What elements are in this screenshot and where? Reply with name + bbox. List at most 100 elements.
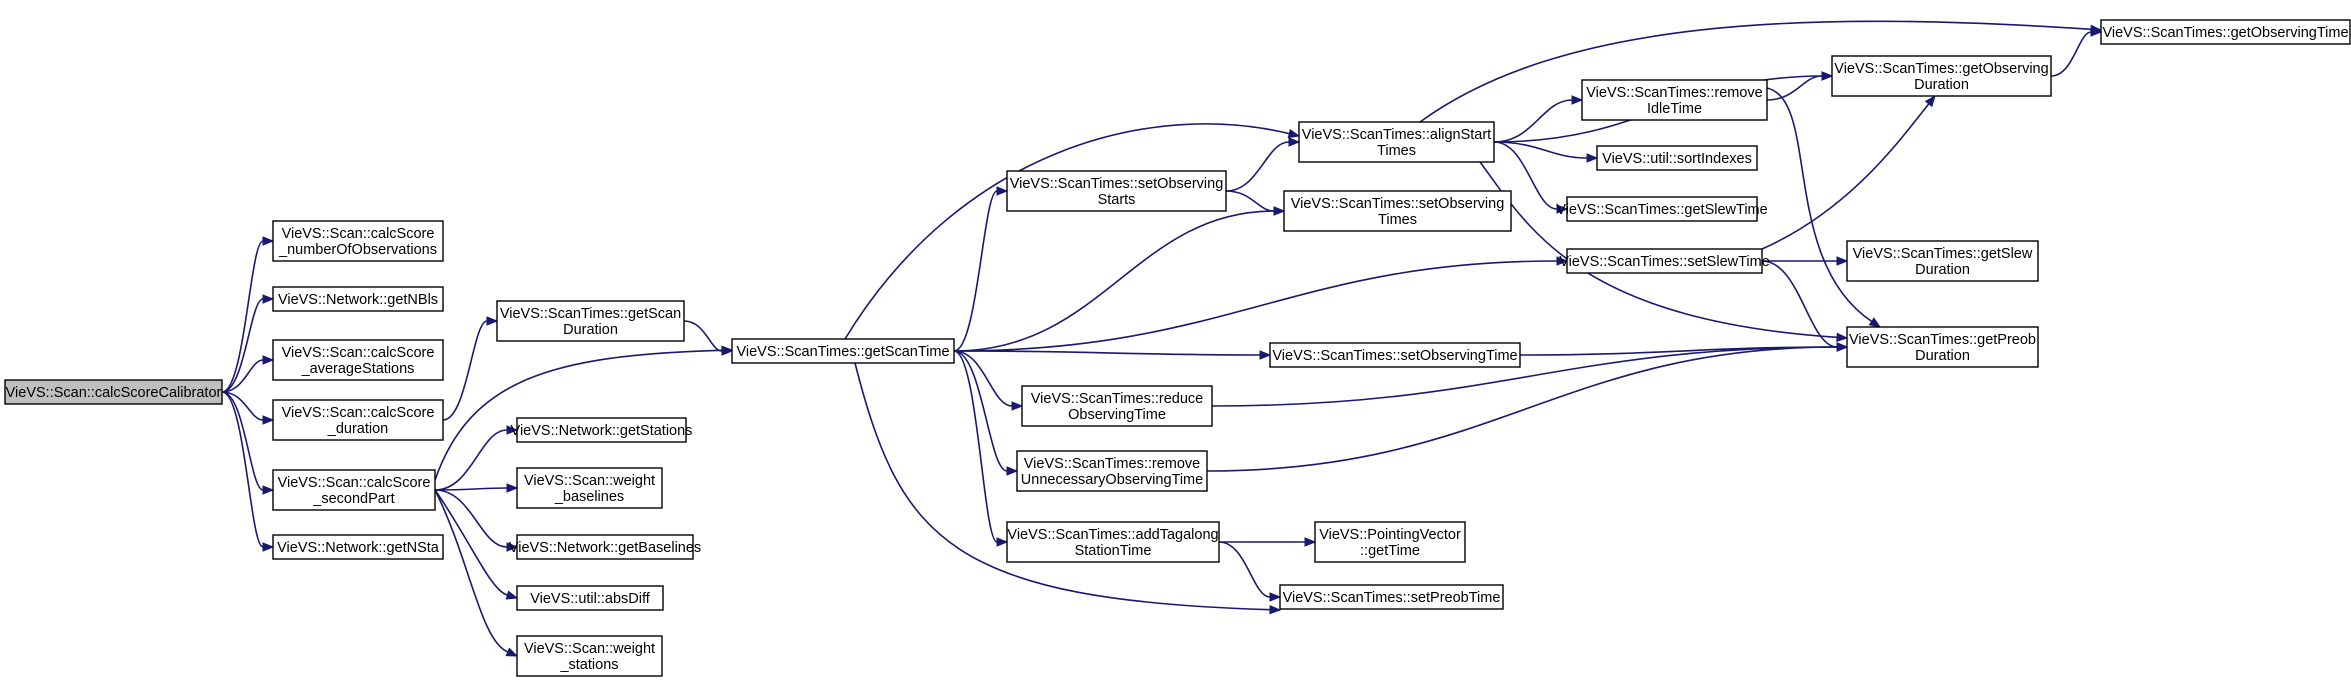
node-nbls[interactable]: VieVS::Network::getNBls — [272, 286, 444, 312]
node-getBaselines[interactable]: VieVS::Network::getBaselines — [509, 534, 701, 560]
node-nobs[interactable]: VieVS::Scan::calcScore_numberOfObservati… — [272, 220, 444, 262]
node-setObsTime[interactable]: VieVS::ScanTimes::setObservingTime — [1269, 342, 1521, 368]
edge-second-to-getBaselines — [434, 489, 519, 552]
edge-setObsStarts-to-alignStart — [1225, 137, 1301, 192]
edge-duration-to-getScanDur — [442, 316, 499, 421]
node-sortIdx[interactable]: VieVS::util::sortIndexes — [1596, 145, 1758, 171]
node-label-line: VieVS::ScanTimes::setSlewTime — [1559, 254, 1770, 270]
arrow-head — [1288, 137, 1301, 147]
node-label-line: VieVS::Network::getNSta — [277, 540, 440, 556]
edge-addTagalong-to-getTime — [1218, 537, 1317, 547]
node-box — [272, 534, 444, 560]
node-root[interactable]: VieVS::Scan::calcScoreCalibrator — [4, 379, 223, 405]
edge-second-to-getStations — [434, 425, 519, 491]
edge-line — [953, 210, 1275, 352]
node-setPreob[interactable]: VieVS::ScanTimes::setPreobTime — [1279, 584, 1504, 610]
node-label-line: Duration — [1915, 262, 1970, 278]
node-label-line: VieVS::Scan::calcScore — [282, 226, 435, 242]
edge-second-to-wbl — [434, 483, 519, 493]
node-second[interactable]: VieVS::Scan::calcScore_secondPart — [272, 469, 436, 511]
node-avgsta[interactable]: VieVS::Scan::calcScore_averageStations — [272, 339, 444, 381]
node-label-line: VieVS::Scan::weight — [524, 641, 655, 657]
node-label-line: Starts — [1098, 192, 1136, 208]
node-getTime[interactable]: VieVS::PointingVector::getTime — [1314, 521, 1466, 563]
node-label-line: VieVS::util::sortIndexes — [1602, 151, 1752, 167]
edge-alignStart-to-getSlewTime — [1493, 141, 1569, 214]
node-label-line: VieVS::ScanTimes::getSlew — [1853, 246, 2033, 262]
node-box — [1269, 342, 1521, 368]
node-label-line: _secondPart — [312, 491, 394, 507]
edge-addTagalong-to-setPreob — [1218, 541, 1282, 602]
node-setSlewTime[interactable]: VieVS::ScanTimes::setSlewTime — [1559, 248, 1770, 274]
node-label-line: VieVS::ScanTimes::getScan — [500, 306, 681, 322]
node-nsta[interactable]: VieVS::Network::getNSta — [272, 534, 444, 560]
node-getScanTime[interactable]: VieVS::ScanTimes::getScanTime — [731, 338, 955, 364]
arrow-head — [996, 186, 1009, 196]
node-box — [272, 286, 444, 312]
node-wsta[interactable]: VieVS::Scan::weight_stations — [516, 635, 663, 677]
node-label-line: VieVS::Network::getNBls — [278, 292, 438, 308]
edge-removeIdle-to-getObsDur — [1766, 71, 1834, 101]
arrow-head — [1011, 401, 1024, 411]
edge-line — [1419, 20, 2092, 123]
edge-line — [442, 320, 488, 421]
node-box — [1566, 248, 1763, 274]
edge-line — [434, 349, 723, 481]
node-getObsTime[interactable]: VieVS::ScanTimes::getObservingTime — [2100, 19, 2351, 45]
node-getStations[interactable]: VieVS::Network::getStations — [511, 417, 693, 443]
edge-getObsDur-to-getObsTime — [2050, 27, 2103, 77]
node-duration[interactable]: VieVS::Scan::calcScore_duration — [272, 399, 444, 441]
edge-line — [434, 489, 508, 596]
edge-line — [434, 487, 508, 491]
node-label-line: StationTime — [1075, 543, 1152, 559]
node-wbl[interactable]: VieVS::Scan::weight_baselines — [516, 467, 663, 509]
arrow-head — [1836, 332, 1849, 343]
node-box — [731, 338, 955, 364]
node-absDiff[interactable]: VieVS::util::absDiff — [516, 585, 664, 611]
node-getSlewTime[interactable]: VieVS::ScanTimes::getSlewTime — [1556, 196, 1768, 222]
node-box — [1846, 326, 2039, 368]
node-label-line: VieVS::ScanTimes::setObserving — [1010, 176, 1224, 192]
node-label-line: _baselines — [554, 489, 624, 505]
arrow-head — [1556, 204, 1569, 214]
edge-getScanTime-to-removeUnnec — [953, 350, 1019, 476]
arrow-head — [262, 415, 275, 425]
edge-root-to-nbls — [221, 294, 275, 393]
edge-alignStart-to-sortIdx — [1493, 141, 1599, 163]
node-box — [516, 534, 694, 560]
node-label-line: VieVS::util::absDiff — [530, 591, 651, 607]
node-label-line: VieVS::ScanTimes::setObservingTime — [1272, 348, 1517, 364]
edge-root-to-nobs — [221, 236, 275, 393]
node-label-line: _numberOfObservations — [278, 242, 437, 258]
node-label-line: Times — [1377, 143, 1416, 159]
node-label-line: Duration — [563, 322, 618, 338]
edge-setSlewTime-to-getObsDur — [1761, 94, 1936, 250]
node-label-line: VieVS::Scan::calcScore — [278, 475, 431, 491]
node-label-line: IdleTime — [1647, 101, 1702, 117]
edge-line — [953, 350, 1261, 356]
arrow-head — [1304, 537, 1317, 547]
node-removeUnnec[interactable]: VieVS::ScanTimes::removeUnnecessaryObser… — [1016, 450, 1208, 492]
node-label-line: VieVS::Scan::weight — [524, 473, 655, 489]
edge-line — [854, 362, 1271, 611]
arrow-head — [262, 294, 275, 304]
edge-getScanTime-to-setObsTime — [953, 350, 1272, 360]
arrow-head — [2090, 27, 2103, 37]
edge-removeUnnec-to-getPreobDur — [1206, 342, 1849, 472]
edge-root-to-duration — [221, 391, 275, 425]
node-box — [272, 339, 444, 381]
arrow-head — [1556, 256, 1569, 266]
node-box — [516, 635, 663, 677]
edge-line — [434, 489, 508, 548]
arrow-head — [505, 590, 519, 600]
